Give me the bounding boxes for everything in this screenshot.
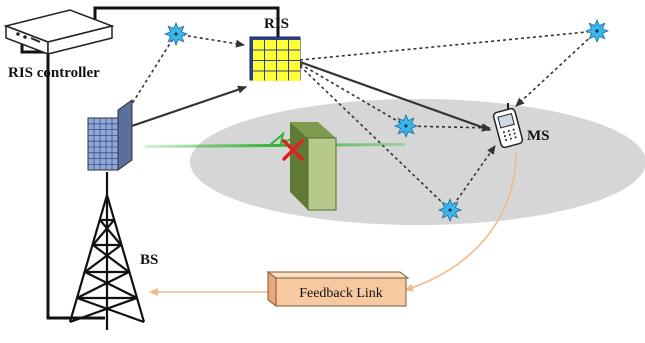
ris-element	[277, 71, 288, 81]
feedback-curve	[404, 151, 517, 292]
ris-element	[265, 61, 276, 71]
scatterer-center	[404, 124, 408, 128]
ris-element	[289, 40, 300, 50]
ris-element	[277, 61, 288, 71]
ris-element	[265, 50, 276, 60]
blocked-direct-beam	[145, 143, 405, 148]
red-x-icon	[282, 139, 304, 161]
ris-label: RIS	[264, 16, 289, 32]
ris-to-ms-link	[299, 60, 491, 132]
ris-controller-label: RIS controller	[8, 65, 100, 81]
antenna-panel	[87, 99, 133, 171]
direct-links	[119, 60, 491, 132]
scatterer-center	[595, 29, 599, 33]
bs-to-ris-link	[119, 85, 247, 132]
scatterer-center	[174, 32, 178, 36]
ris-element	[289, 71, 300, 81]
ris-panel	[249, 36, 301, 81]
obstacle-building	[290, 122, 337, 211]
ris-element	[289, 50, 300, 60]
ris-element	[253, 71, 264, 81]
ris-element	[277, 40, 288, 50]
ris-element	[253, 50, 264, 60]
ris-element	[253, 40, 264, 50]
mobile-phone-icon	[492, 103, 524, 149]
multipath-links	[122, 30, 598, 211]
ris-element	[265, 40, 276, 50]
feedback-link-label: Feedback Link	[299, 286, 383, 301]
ris-element	[253, 61, 264, 71]
bs-label: BS	[140, 252, 158, 268]
ms-label: MS	[527, 128, 550, 144]
scatterer-center	[448, 208, 452, 212]
coverage-area	[190, 99, 645, 225]
cell-tower-icon	[68, 172, 146, 330]
ris-element	[277, 50, 288, 60]
feedback-link-box	[266, 271, 410, 307]
ris-element	[265, 71, 276, 81]
router-box-icon	[3, 9, 115, 56]
ris-element	[289, 61, 300, 71]
